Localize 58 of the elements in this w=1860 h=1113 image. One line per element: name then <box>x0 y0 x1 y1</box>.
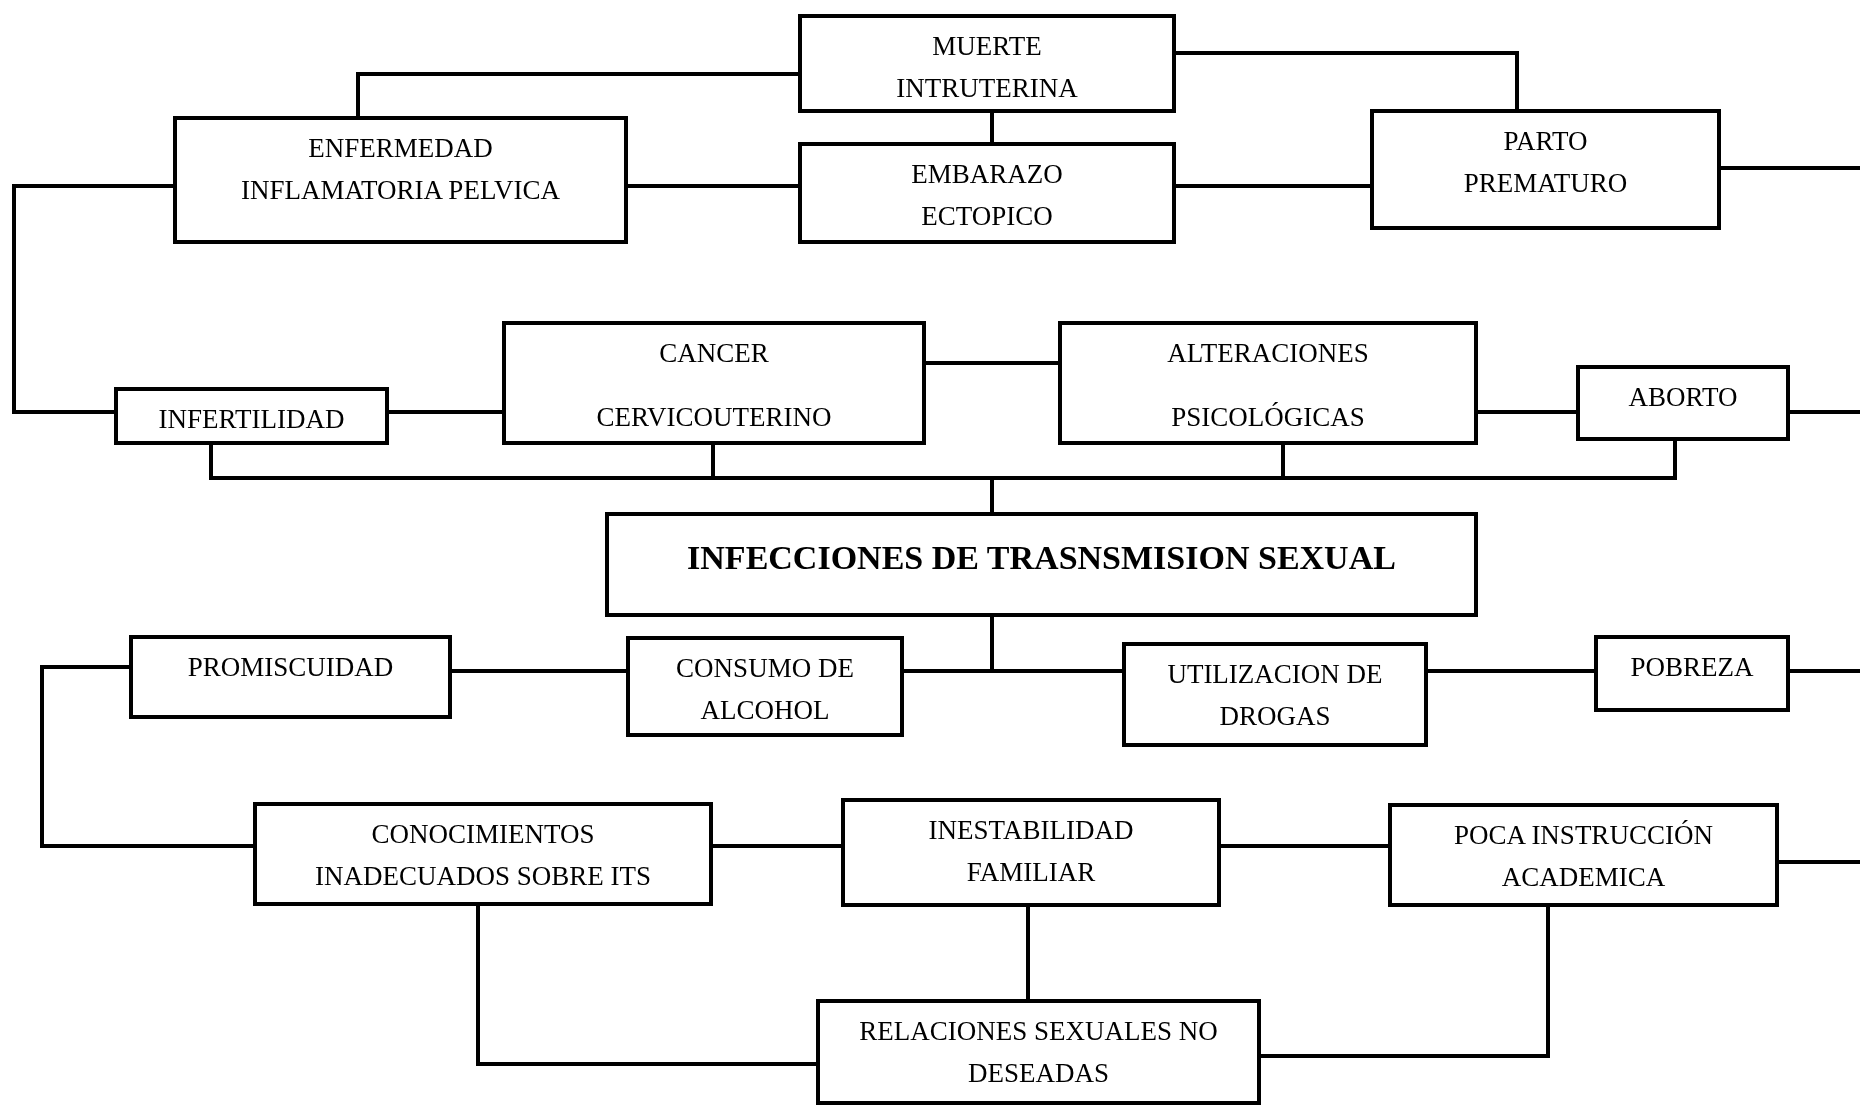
connector-line <box>1428 669 1594 673</box>
box-text: PSICOLÓGICAS <box>1171 401 1365 435</box>
connector-line <box>1221 844 1388 848</box>
problem-box <box>841 798 1221 907</box>
connector-line <box>1790 669 1860 673</box>
box-text: CANCER <box>659 337 769 370</box>
connector-line <box>476 906 816 1066</box>
problem-box <box>798 14 1176 113</box>
connector-line <box>1779 860 1860 864</box>
box-text: ALTERACIONES <box>1167 337 1369 370</box>
connector-line <box>389 410 502 414</box>
box-text: CONSUMO DE ALCOHOL <box>675 652 855 727</box>
central-problem-box <box>605 512 1478 617</box>
box-text: INFECCIONES DE TRASNSMISION SEXUAL <box>687 538 1396 578</box>
box-text: RELACIONES SEXUALES NO DESEADAS <box>858 1015 1219 1090</box>
problem-box <box>129 635 452 719</box>
connector-line <box>990 113 994 142</box>
problem-box <box>502 321 926 445</box>
connector-line <box>990 617 1122 673</box>
problem-box <box>1122 642 1428 747</box>
problem-box <box>253 802 713 906</box>
connector-line <box>1026 907 1030 999</box>
box-text: MUERTE INTRUTERINA <box>895 30 1079 105</box>
problem-box <box>1388 803 1779 907</box>
connector-line <box>452 669 626 673</box>
box-text: CONOCIMIENTOS INADECUADOS SOBRE ITS <box>314 818 652 893</box>
connector-line <box>1176 184 1370 188</box>
box-text: ABORTO <box>1628 381 1738 414</box>
connector-line <box>40 665 253 848</box>
connector-line <box>1478 410 1576 414</box>
connector-line <box>1176 51 1519 109</box>
box-text: EMBARAZO ECTOPICO <box>910 158 1064 233</box>
problem-box <box>1594 635 1790 712</box>
connector-line <box>713 844 841 848</box>
problem-box <box>1370 109 1721 230</box>
box-text: PARTO PREMATURO <box>1462 125 1629 200</box>
problem-box <box>626 636 904 737</box>
box-text: INESTABILIDAD FAMILIAR <box>927 814 1135 889</box>
box-text: ENFERMEDAD INFLAMATORIA PELVICA <box>240 132 561 207</box>
problem-box <box>114 387 389 445</box>
box-text: POBREZA <box>1630 651 1754 684</box>
problem-box <box>1058 321 1478 445</box>
problem-box <box>173 116 628 244</box>
box-text: INFERTILIDAD <box>158 403 345 436</box>
connector-line <box>926 361 1058 365</box>
problem-box <box>816 999 1261 1105</box>
box-text: UTILIZACION DE DROGAS <box>1166 658 1384 733</box>
problem-box <box>798 142 1176 244</box>
problem-box <box>1576 365 1790 441</box>
box-text: PROMISCUIDAD <box>187 651 394 684</box>
box-text: CERVICOUTERINO <box>596 401 832 435</box>
connector-line <box>12 184 173 414</box>
connector-line <box>1261 907 1550 1058</box>
connector-line <box>628 184 798 188</box>
connector-line <box>1790 410 1860 414</box>
connector-line <box>356 72 798 116</box>
connector-line <box>1721 166 1860 170</box>
box-text: POCA INSTRUCCIÓN ACADEMICA <box>1453 819 1714 894</box>
